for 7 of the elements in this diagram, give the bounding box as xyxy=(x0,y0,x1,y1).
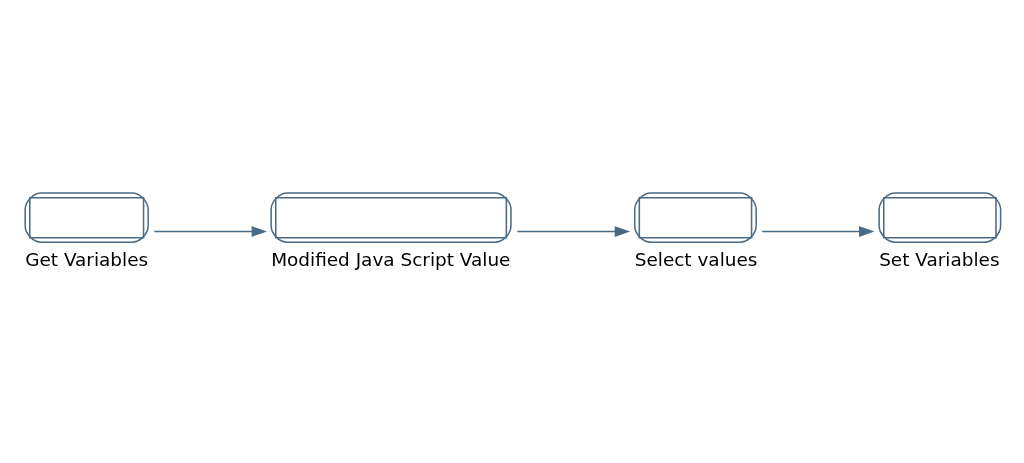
arrow xyxy=(760,226,874,237)
arrow xyxy=(516,226,630,237)
arrow xyxy=(153,226,267,237)
node-label: Set Variables xyxy=(878,249,1000,271)
node-label: Get Variables xyxy=(24,249,148,271)
node-label: Select values xyxy=(634,249,757,271)
node-label: Modified Java Script Value xyxy=(270,249,510,271)
